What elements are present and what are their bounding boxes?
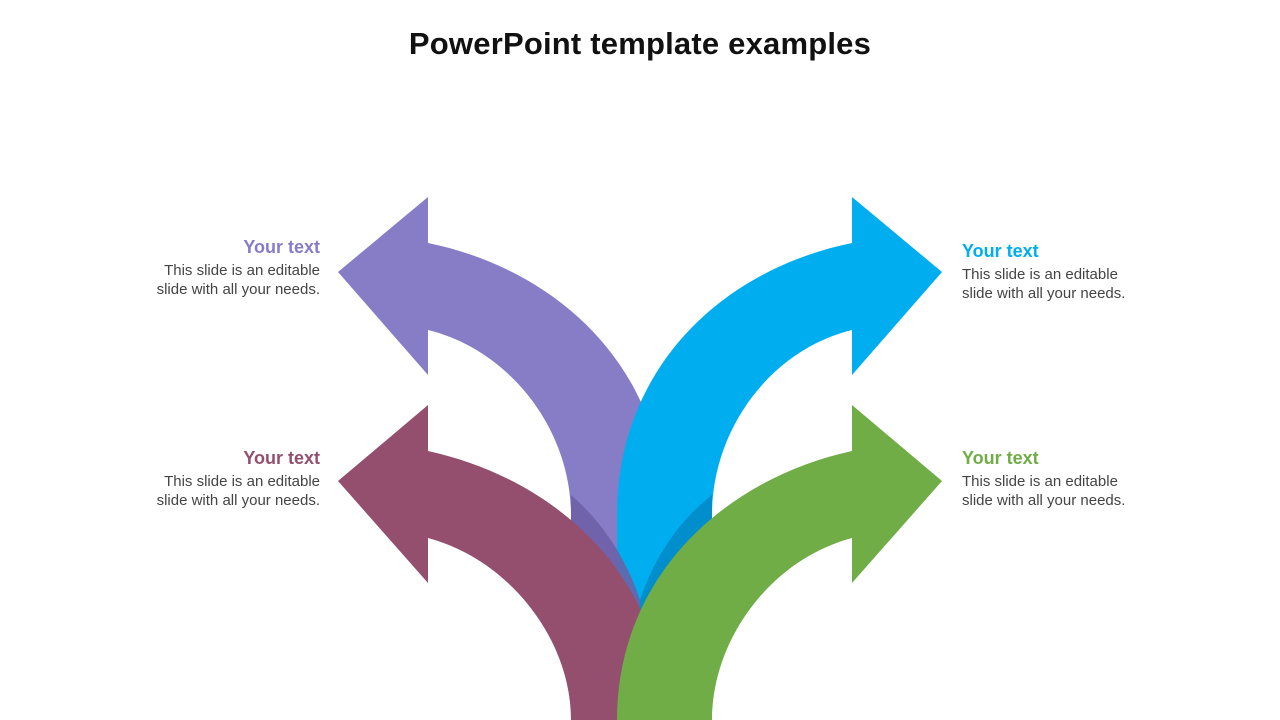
label-bottom-left: Your text This slide is an editable slid… xyxy=(80,447,320,510)
label-bottom-left-line1: This slide is an editable xyxy=(164,473,320,490)
label-top-right-line2: slide with all your needs. xyxy=(962,285,1126,302)
arrow-bottom-right xyxy=(617,405,942,720)
label-top-right-line1: This slide is an editable xyxy=(962,266,1118,283)
label-bottom-right-heading: Your text xyxy=(962,448,1039,468)
label-bottom-left-line2: slide with all your needs. xyxy=(156,492,320,509)
label-bottom-right: Your text This slide is an editable slid… xyxy=(962,447,1202,510)
label-top-right-heading: Your text xyxy=(962,241,1039,261)
label-top-left-line1: This slide is an editable xyxy=(164,262,320,279)
label-top-right: Your text This slide is an editable slid… xyxy=(962,240,1202,303)
label-top-right-text: This slide is an editable slide with all… xyxy=(962,265,1202,303)
label-top-left-heading: Your text xyxy=(243,237,320,257)
label-top-left-text: This slide is an editable slide with all… xyxy=(80,261,320,299)
label-bottom-left-text: This slide is an editable slide with all… xyxy=(80,472,320,510)
slide-title: PowerPoint template examples xyxy=(408,26,872,61)
label-top-left: Your text This slide is an editable slid… xyxy=(80,236,320,299)
label-bottom-left-heading: Your text xyxy=(243,448,320,468)
arrow-bottom-left xyxy=(338,405,665,720)
label-bottom-right-text: This slide is an editable slide with all… xyxy=(962,472,1202,510)
label-top-left-line2: slide with all your needs. xyxy=(156,281,320,298)
label-bottom-right-line1: This slide is an editable xyxy=(962,473,1118,490)
label-bottom-right-line2: slide with all your needs. xyxy=(962,492,1126,509)
